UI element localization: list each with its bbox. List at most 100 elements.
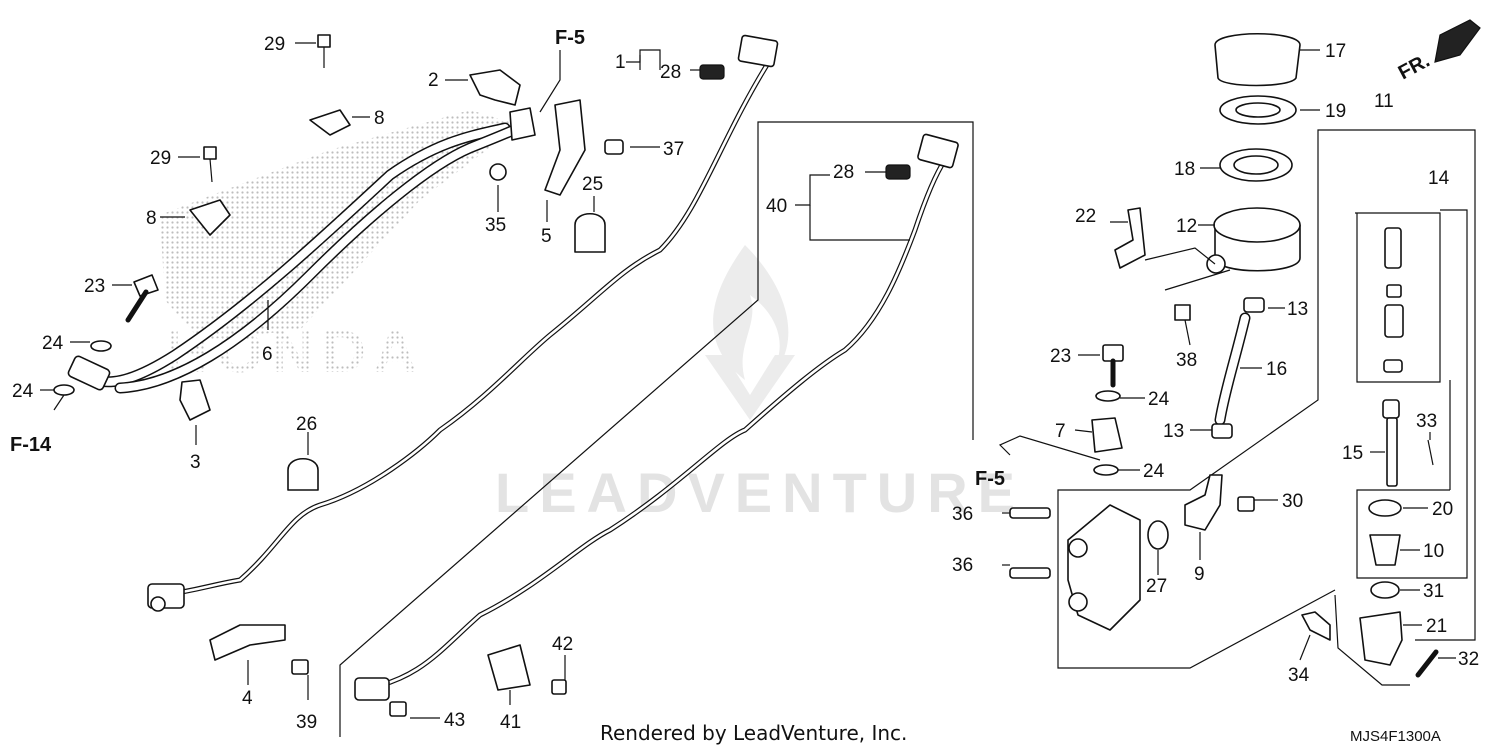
washer-24c (1095, 390, 1121, 402)
callout-24c: 24 (1148, 389, 1170, 410)
spring-14 (1384, 227, 1402, 269)
callout-24d: 24 (1143, 461, 1165, 482)
bolt-37 (604, 139, 624, 155)
callout-12: 12 (1176, 216, 1197, 237)
screw-38 (1174, 304, 1191, 321)
callout-18: 18 (1174, 159, 1195, 180)
callout-9: 9 (1194, 564, 1205, 585)
bolt-35 (489, 163, 507, 181)
callout-24a: 24 (42, 333, 64, 354)
leader-lines (40, 42, 1456, 719)
clip-13a (1243, 297, 1265, 313)
ref-f5-right: F-5 (975, 468, 1005, 490)
callout-37: 37 (663, 139, 684, 160)
callout-38: 38 (1176, 350, 1197, 371)
callout-20: 20 (1432, 499, 1453, 520)
boot-10 (1369, 534, 1401, 566)
washer-24b (53, 384, 75, 396)
pushrod-15 (1382, 399, 1400, 419)
callout-5: 5 (541, 226, 552, 247)
clip-2b (509, 107, 536, 141)
callout-26: 26 (296, 414, 317, 435)
reservoir-cap-17 (1214, 33, 1301, 87)
callout-27: 27 (1146, 576, 1167, 597)
callout-30: 30 (1282, 491, 1303, 512)
callout-13b: 13 (1163, 421, 1184, 442)
clip-28a (699, 64, 725, 80)
clamp-8b (189, 199, 231, 236)
bolt-30 (1237, 496, 1255, 512)
callout-13a: 13 (1287, 299, 1308, 320)
sensor-cable-2 (354, 133, 959, 701)
pin-33 (1427, 439, 1434, 466)
bolt-23 (133, 274, 159, 297)
bolt-29a (317, 34, 331, 48)
callout-23b: 23 (1050, 346, 1071, 367)
nut-31 (1370, 581, 1400, 599)
bolt-43 (389, 701, 407, 717)
bolt-42 (551, 679, 567, 695)
callout-43: 43 (444, 710, 465, 731)
callout-11: 11 (1374, 91, 1394, 112)
ref-f5-top: F-5 (555, 27, 585, 49)
leadventure-flame-watermark (705, 245, 795, 420)
master-cylinder-parts (1009, 19, 1481, 678)
callout-21: 21 (1426, 616, 1447, 637)
pin-32 (1415, 649, 1439, 678)
grommet-25 (574, 212, 606, 253)
circlip-20 (1368, 499, 1402, 517)
callout-22: 22 (1075, 206, 1096, 227)
callout-1: 1 (615, 52, 626, 73)
callout-8b: 8 (146, 208, 157, 229)
callout-35: 35 (485, 215, 506, 236)
callout-34: 34 (1288, 665, 1310, 686)
fr-arrow-icon (1434, 19, 1481, 63)
bracket-4 (209, 624, 286, 661)
joint-9 (1184, 474, 1223, 531)
callout-23a: 23 (84, 276, 105, 297)
callout-4: 4 (242, 688, 253, 709)
diagram-code: MJS4F1300A (1350, 728, 1441, 745)
sensor-cable-1 (147, 34, 779, 612)
small-parts-left (53, 34, 911, 717)
bolt-36b (1009, 567, 1051, 579)
oring-27 (1147, 520, 1169, 550)
bracket-41 (487, 644, 531, 691)
callout-29b: 29 (150, 148, 171, 169)
callout-28a: 28 (660, 62, 681, 83)
callout-32: 32 (1458, 649, 1479, 670)
bracket-22 (1114, 207, 1146, 269)
callout-39: 39 (296, 712, 317, 733)
ref-f14: F-14 (10, 434, 52, 456)
clip-13b (1211, 423, 1233, 439)
bracket-2 (469, 69, 521, 106)
callout-10: 10 (1423, 541, 1444, 562)
callout-25: 25 (582, 174, 603, 195)
callout-36b: 36 (952, 555, 973, 576)
callout-15: 15 (1342, 443, 1363, 464)
callout-41: 41 (500, 712, 521, 733)
callout-19: 19 (1325, 101, 1346, 122)
callout-29a: 29 (264, 34, 285, 55)
bracket-34 (1301, 611, 1331, 641)
washer-24d (1093, 464, 1119, 476)
bolt-29b (203, 146, 217, 160)
callout-labels: 1 2 3 4 5 6 7 8 8 9 10 11 12 13 13 14 15… (12, 34, 1479, 733)
callout-6: 6 (262, 344, 273, 365)
callout-2: 2 (428, 70, 439, 91)
clip-28b (885, 164, 911, 180)
washer-24a (90, 340, 112, 352)
reservoir-hose (67, 119, 531, 394)
bracket-5 (544, 99, 586, 196)
joint-7 (1091, 417, 1123, 453)
bolt-39 (291, 659, 309, 675)
joint-21 (1359, 611, 1403, 666)
callout-17: 17 (1325, 41, 1346, 62)
callout-7: 7 (1055, 421, 1066, 442)
cable-group-frame (339, 121, 974, 737)
callout-40: 40 (766, 196, 787, 217)
grommet-26 (287, 457, 319, 491)
leadventure-watermark: LEADVENTURE (495, 461, 1025, 524)
callout-8a: 8 (374, 108, 385, 129)
